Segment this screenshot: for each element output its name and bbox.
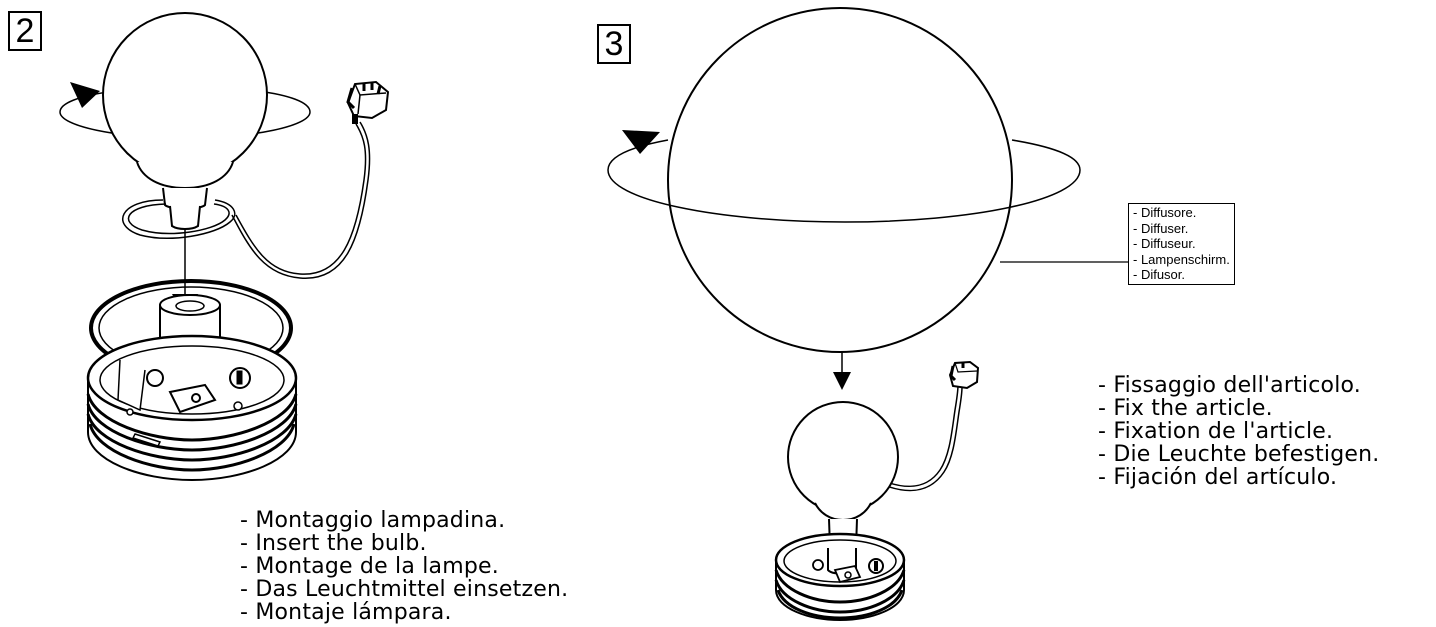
step-3-number: 3	[597, 24, 631, 64]
lamp-base	[86, 334, 298, 482]
diffuser-callout: - Diffusore. - Diffuser. - Diffuseur. - …	[1128, 203, 1235, 285]
step-2-caption: - Montaggio lampadina. - Insert the bulb…	[240, 509, 568, 624]
callout-line: - Diffuser.	[1133, 220, 1189, 236]
assembled-lamp	[774, 360, 980, 622]
plug	[346, 80, 390, 124]
caption-line: - Fixation de l'article.	[1098, 419, 1334, 444]
callout-line: - Diffusore.	[1133, 205, 1197, 220]
caption-line: - Das Leuchtmittel einsetzen.	[240, 577, 569, 602]
diffuser-rotation-ellipse	[607, 139, 1081, 223]
diffuser-sphere	[667, 7, 1013, 353]
callout-line: - Difusor.	[1133, 267, 1186, 282]
caption-line: - Die Leuchte befestigen.	[1098, 442, 1380, 467]
step-2-number: 2	[8, 11, 42, 51]
caption-line: - Montage de la lampe.	[240, 554, 499, 579]
caption-line: - Montaje lámpara.	[240, 600, 452, 625]
caption-line: - Insert the bulb.	[240, 531, 427, 556]
diffuser-rotation-arrowhead	[622, 130, 660, 154]
callout-line: - Diffuseur.	[1133, 236, 1196, 251]
caption-line: - Fix the article.	[1098, 396, 1273, 421]
callout-line: - Lampenschirm.	[1133, 251, 1230, 267]
rotation-arrowhead	[70, 82, 100, 108]
caption-line: - Montaggio lampadina.	[240, 508, 506, 533]
caption-line: - Fissaggio dell'articolo.	[1098, 373, 1361, 398]
light-bulb	[102, 12, 268, 230]
caption-line: - Fijación del artículo.	[1098, 465, 1338, 490]
step-3-caption: - Fissaggio dell'articolo. - Fix the art…	[1098, 374, 1379, 489]
power-cable	[122, 121, 371, 279]
